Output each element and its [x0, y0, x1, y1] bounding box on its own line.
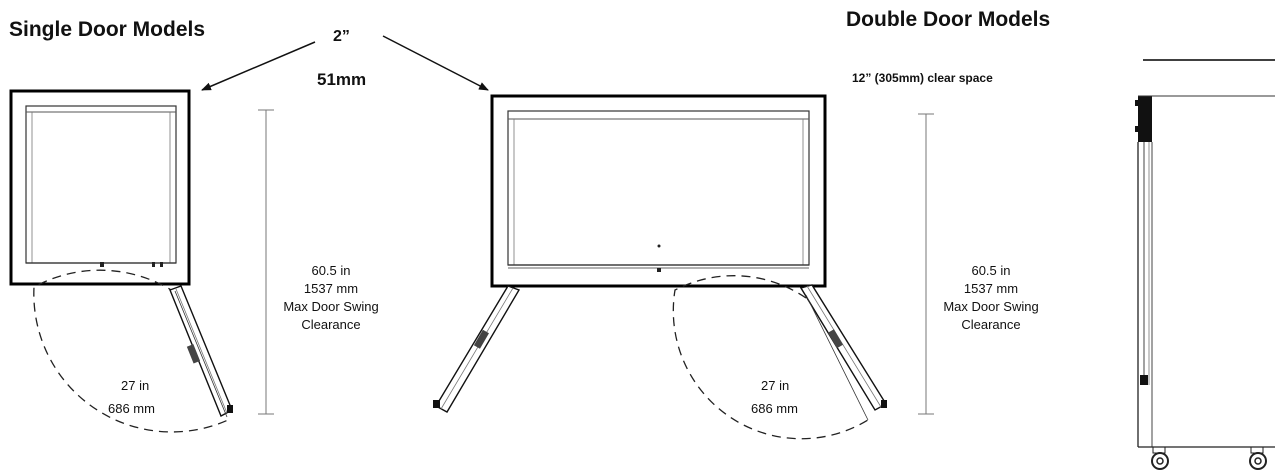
double-width-dimension — [805, 294, 869, 421]
double-door-width-mm: 686 mm — [751, 401, 798, 416]
double-swing-line1: Max Door Swing — [943, 299, 1039, 314]
single-door-width-in: 27 in — [121, 378, 150, 393]
single-swing-arc — [33, 269, 229, 433]
single-height-dimension — [258, 109, 274, 415]
single-width-dimension — [174, 290, 228, 418]
single-swing-clearance-label: 60.5 in 1537 mm Max Door Swing Clearance — [276, 262, 386, 334]
single-swing-line2: Clearance — [301, 317, 361, 332]
double-cabinet-outline — [490, 94, 827, 288]
double-swing-mm: 1537 mm — [963, 281, 1019, 296]
gap-mm-label: 51mm — [317, 70, 367, 89]
double-cabinet-interior — [507, 110, 810, 266]
double-door-unit — [433, 94, 934, 440]
single-swing-mm: 1537 mm — [303, 281, 359, 296]
gap-arrow-right — [382, 35, 489, 91]
double-swing-line2: Clearance — [961, 317, 1021, 332]
single-cabinet-outline — [9, 89, 191, 286]
single-door-width-mm: 686 mm — [108, 401, 155, 416]
double-height-dimension — [918, 113, 934, 415]
double-left-open-door — [433, 285, 521, 413]
single-cabinet-interior — [25, 105, 177, 264]
double-swing-arc — [672, 275, 869, 440]
double-door-models-title: Double Door Models — [846, 8, 1051, 31]
single-open-door — [169, 285, 233, 417]
double-swing-clearance-label: 60.5 in 1537 mm Max Door Swing Clearance — [936, 262, 1046, 334]
gap-inches-label: 2” — [333, 28, 350, 45]
double-swing-in: 60.5 in — [971, 263, 1011, 278]
double-right-open-door — [799, 284, 887, 411]
gap-arrow-left — [201, 41, 316, 91]
side-view-unit — [1135, 59, 1275, 470]
single-door-models-title: Single Door Models — [9, 18, 206, 41]
single-door-unit — [9, 89, 274, 433]
double-door-width-in: 27 in — [761, 378, 790, 393]
side-caster-right — [1249, 446, 1267, 470]
side-caster-left — [1151, 446, 1169, 470]
clear-space-label: 12” (305mm) clear space — [852, 71, 993, 85]
single-swing-line1: Max Door Swing — [283, 299, 379, 314]
single-swing-in: 60.5 in — [311, 263, 351, 278]
